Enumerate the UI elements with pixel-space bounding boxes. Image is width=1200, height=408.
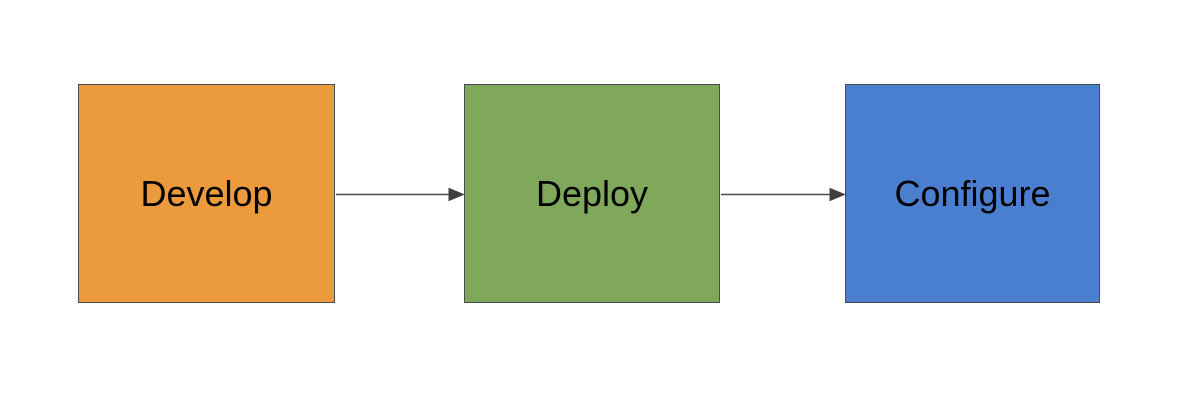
arrow-develop-to-deploy[interactable] bbox=[336, 187, 465, 202]
arrow-deploy-to-configure[interactable] bbox=[721, 187, 846, 202]
flow-node-develop-label: Develop bbox=[140, 172, 273, 214]
arrowhead-icon bbox=[448, 187, 465, 202]
flow-node-configure[interactable]: Configure bbox=[845, 84, 1100, 303]
flow-node-deploy-label: Deploy bbox=[535, 172, 649, 214]
flow-node-develop[interactable]: Develop bbox=[78, 84, 335, 303]
arrowhead-icon bbox=[829, 187, 846, 202]
flow-node-deploy[interactable]: Deploy bbox=[464, 84, 720, 303]
flow-node-configure-label: Configure bbox=[894, 172, 1051, 214]
